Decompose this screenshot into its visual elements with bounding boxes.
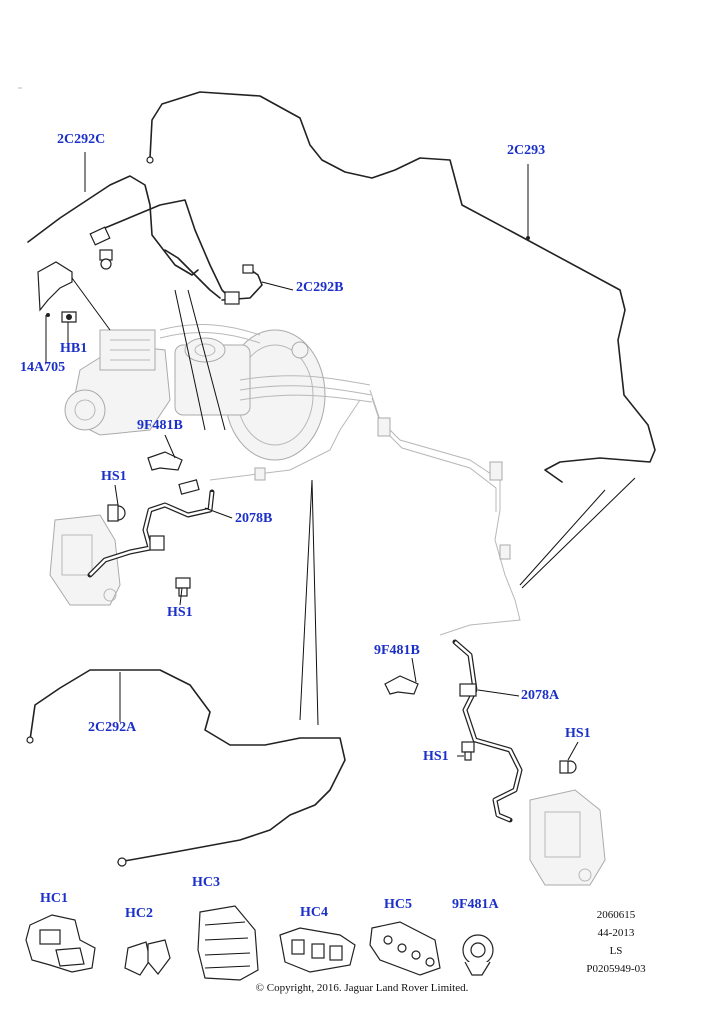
ghost-pipe-runs	[209, 389, 521, 636]
bracket-14a705	[37, 261, 77, 323]
label-hc4: HC4	[300, 905, 328, 920]
label-2c292a: 2C292A	[88, 720, 137, 735]
part-9f481a	[462, 934, 494, 976]
hose-2078b	[87, 479, 215, 578]
reference-line-1: 2060615	[596, 909, 636, 921]
part-hc1	[25, 914, 96, 973]
label-9f481a: 9F481A	[452, 897, 499, 912]
front-caliper-ghost	[49, 514, 121, 606]
reference-line-4: P0205949-03	[586, 963, 646, 975]
label-hs1-rear-left: HS1	[423, 749, 449, 764]
label-hc5: HC5	[384, 897, 412, 912]
part-hc5	[369, 921, 441, 976]
part-hc2	[124, 939, 171, 976]
label-hs1-front-lower: HS1	[167, 605, 193, 620]
label-2078a: 2078A	[521, 688, 560, 703]
clip-9f481b-mid	[384, 675, 419, 695]
label-hs1-rear-right: HS1	[565, 726, 591, 741]
part-hc4	[279, 927, 356, 973]
bolt-hs1-front-upper	[107, 504, 126, 522]
part-hc3	[197, 905, 259, 981]
drawing-reference: 2060615 44-2013 LS P0205949-03	[580, 906, 652, 978]
bolt-hs1-front-lower	[175, 577, 191, 597]
leader-lines	[45, 152, 636, 761]
bolt-hs1-rear-left	[461, 741, 475, 761]
hose-2078a	[452, 639, 523, 823]
reference-line-2: 44-2013	[597, 927, 635, 939]
label-2c292c: 2C292C	[57, 132, 106, 147]
label-2c293: 2C293	[507, 143, 546, 158]
rear-caliper-ghost	[529, 789, 606, 886]
copyright-notice: © Copyright, 2016. Jaguar Land Rover Lim…	[255, 982, 469, 994]
label-hc2: HC2	[125, 906, 153, 921]
label-hc3: HC3	[192, 875, 220, 890]
pipe-2c292b	[221, 267, 263, 301]
clip-9f481b-top	[147, 451, 183, 471]
brake-booster-ghost	[159, 324, 373, 461]
pipe-2c292c	[27, 175, 199, 276]
abs-module-ghost	[64, 329, 171, 436]
label-hc1: HC1	[40, 891, 68, 906]
label-9f481b-top: 9F481B	[137, 418, 183, 433]
label-9f481b-mid: 9F481B	[374, 643, 420, 658]
label-hs1-front-upper: HS1	[101, 469, 127, 484]
label-2078b: 2078B	[235, 511, 273, 526]
reference-line-3: LS	[609, 945, 623, 957]
pipe-2c293	[149, 91, 656, 483]
label-2c292b: 2C292B	[296, 280, 344, 295]
label-14a705: 14A705	[20, 360, 66, 375]
label-hb1: HB1	[60, 341, 88, 356]
pipe-2c292a	[29, 669, 346, 863]
bolt-hs1-rear-right	[559, 760, 577, 774]
